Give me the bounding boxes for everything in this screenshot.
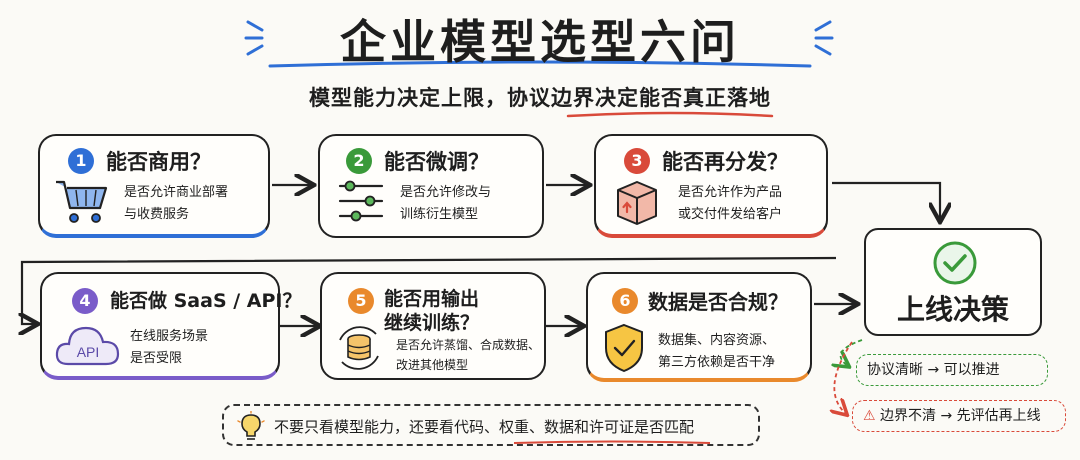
- question-desc-line1: 是否允许蒸馏、合成数据、: [396, 338, 541, 352]
- tip-underline: [513, 440, 711, 444]
- question-desc-line1: 在线服务场景: [130, 329, 209, 344]
- question-desc-line2: 是否受限: [130, 351, 183, 366]
- shopping-cart-icon: [56, 180, 108, 223]
- question-card-redistribute: 3 能否再分发？ 是否允许作为产品 或交付件发给客户: [594, 134, 828, 238]
- question-title-line1: 能否用输出: [384, 288, 480, 310]
- page-title: 企业模型选型六问: [340, 15, 740, 69]
- question-desc-line2: 训练衍生模型: [400, 207, 479, 222]
- cloud-api-icon: API: [55, 326, 120, 366]
- question-desc-line1: 是否允许作为产品: [678, 185, 783, 200]
- database-cycle-icon: [339, 326, 379, 370]
- question-desc-line1: 是否允许商业部署: [124, 185, 229, 200]
- warning-icon: ⚠: [863, 408, 876, 424]
- outcome-unclear-text: 边界不清 → 先评估再上线: [880, 408, 1041, 424]
- outcome-clear-text: 协议清晰 → 可以推进: [867, 362, 1000, 378]
- question-card-output-training: 5 能否用输出 继续训练？ 是否允许蒸馏、合成数据、 改进其他模型: [320, 272, 546, 380]
- shield-check-icon: [605, 323, 643, 373]
- question-title: 能否微调？: [384, 150, 489, 174]
- question-desc-line2: 与收费服务: [124, 207, 190, 222]
- check-circle-icon: [933, 241, 977, 285]
- question-card-fine-tune: 2 能否微调？ 是否允许修改与 训练衍生模型: [318, 134, 544, 238]
- question-desc-line1: 数据集、内容资源、: [658, 333, 776, 348]
- question-title-line2: 继续训练？: [384, 312, 480, 334]
- question-desc-line2: 或交付件发给客户: [678, 207, 783, 222]
- lightbulb-icon: [237, 411, 265, 440]
- step-badge: 2: [346, 148, 372, 174]
- question-title: 能否再分发？: [662, 150, 788, 174]
- outcome-clear: 协议清晰 → 可以推进: [856, 354, 1048, 386]
- step-badge: 3: [624, 148, 650, 174]
- step-badge: 1: [68, 148, 94, 174]
- page-subtitle: 模型能力决定上限，协议边界决定能否真正落地: [309, 86, 771, 110]
- step-badge: 5: [348, 288, 374, 314]
- decision-label: 上线决策: [896, 293, 1009, 326]
- step-badge: 6: [612, 288, 638, 314]
- question-title: 能否商用？: [106, 150, 211, 174]
- question-card-commercial-use: 1 能否商用？ 是否允许商业部署 与收费服务: [38, 134, 270, 238]
- question-title: 能否做 SaaS / API？: [110, 290, 302, 312]
- title-decoration: [244, 20, 834, 56]
- question-card-saas-api: 4 能否做 SaaS / API？ API 在线服务场景 是否受限: [40, 272, 302, 380]
- tip-note-text: 不要只看模型能力，还要看代码、权重、数据和许可证是否匹配: [274, 418, 695, 436]
- question-title: 数据是否合规？: [648, 290, 788, 314]
- package-box-icon: [617, 181, 657, 225]
- outcome-unclear: ⚠ 边界不清 → 先评估再上线: [852, 400, 1066, 432]
- launch-decision-box: 上线决策: [864, 228, 1042, 336]
- question-desc-line2: 第三方依赖是否干净: [658, 355, 776, 370]
- question-desc-line1: 是否允许修改与: [400, 185, 492, 200]
- tip-note: 不要只看模型能力，还要看代码、权重、数据和许可证是否匹配: [222, 404, 760, 446]
- question-desc-line2: 改进其他模型: [396, 358, 469, 372]
- sliders-icon: [338, 180, 384, 222]
- step-badge: 4: [72, 288, 98, 314]
- svg-text:API: API: [77, 344, 100, 360]
- question-card-data-compliance: 6 数据是否合规？ 数据集、内容资源、 第三方依赖是否干净: [586, 272, 812, 382]
